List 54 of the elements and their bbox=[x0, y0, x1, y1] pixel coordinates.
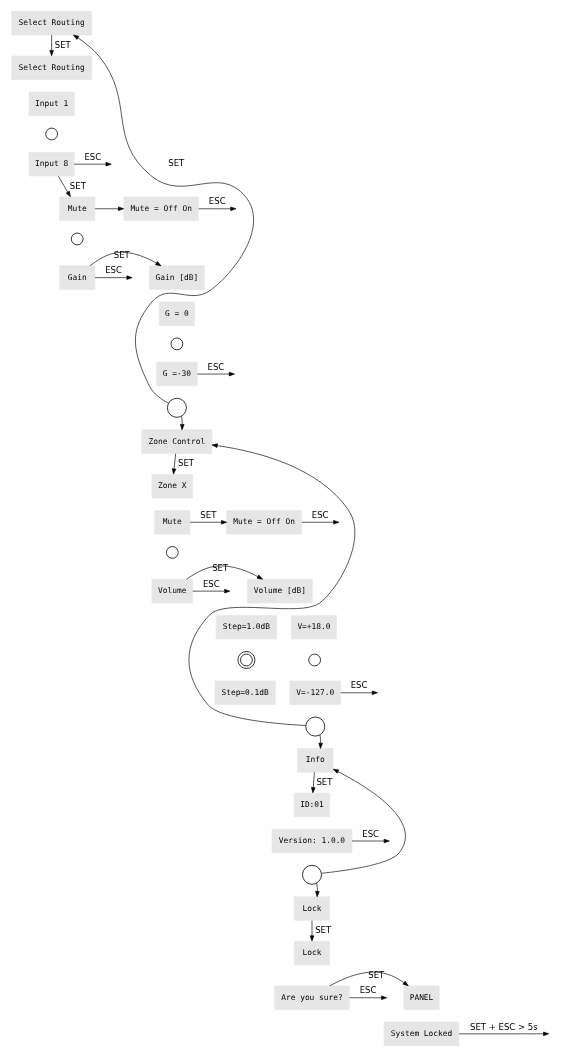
arrow bbox=[300, 520, 339, 525]
label: SET bbox=[167, 158, 184, 169]
arrow bbox=[458, 1031, 549, 1036]
arrow bbox=[320, 768, 406, 874]
arrow bbox=[72, 34, 254, 404]
arrow bbox=[310, 772, 315, 794]
edge-label: SET bbox=[177, 458, 194, 469]
edge-label: ESC bbox=[104, 265, 122, 276]
arrow bbox=[185, 565, 263, 580]
node-circle bbox=[307, 653, 321, 667]
arrow bbox=[189, 520, 227, 525]
node-circle bbox=[70, 232, 83, 246]
edge-label: ESC bbox=[359, 985, 376, 996]
node-circle bbox=[44, 127, 58, 141]
arrow bbox=[196, 371, 235, 377]
edge-label: SET bbox=[113, 249, 130, 260]
edge-label: SET bbox=[69, 180, 86, 191]
edge-label: ESC bbox=[350, 680, 367, 691]
edge-label: SET bbox=[211, 563, 228, 574]
arrow bbox=[73, 162, 111, 167]
edge-label: SET bbox=[367, 969, 384, 980]
arrow bbox=[188, 443, 355, 726]
edge-label: ESC bbox=[202, 578, 220, 589]
arrow bbox=[57, 175, 71, 197]
edge-label: ESC bbox=[207, 361, 224, 372]
arrow bbox=[309, 920, 314, 942]
arrow bbox=[191, 588, 230, 594]
arrow bbox=[48, 34, 54, 56]
edge-label: ESC bbox=[83, 151, 101, 162]
arrow bbox=[94, 206, 124, 211]
arrow bbox=[171, 453, 176, 475]
arrow bbox=[329, 971, 409, 987]
edge-label: SET bbox=[314, 925, 331, 936]
arrow bbox=[348, 995, 387, 1000]
edge-label: SET + ESC > 5s bbox=[469, 1021, 538, 1032]
arrow bbox=[94, 275, 132, 280]
edge-label: SET bbox=[54, 39, 71, 50]
arrow bbox=[351, 838, 390, 844]
edge-label: ESC bbox=[311, 509, 329, 520]
arrow bbox=[318, 734, 323, 749]
edge-label: ESC bbox=[208, 196, 226, 207]
edge-label: SET bbox=[315, 776, 332, 787]
arrow bbox=[314, 882, 320, 898]
arrow bbox=[89, 252, 161, 267]
arrow bbox=[339, 690, 378, 695]
arrow bbox=[179, 415, 184, 431]
node-circle bbox=[165, 546, 179, 559]
node-circle bbox=[304, 716, 325, 737]
node-circle bbox=[301, 864, 322, 885]
node-circle bbox=[166, 397, 187, 418]
node-circle bbox=[170, 337, 183, 351]
arrow bbox=[197, 206, 236, 211]
edge-label: ESC bbox=[361, 828, 379, 839]
edge-label: SET bbox=[199, 509, 216, 520]
